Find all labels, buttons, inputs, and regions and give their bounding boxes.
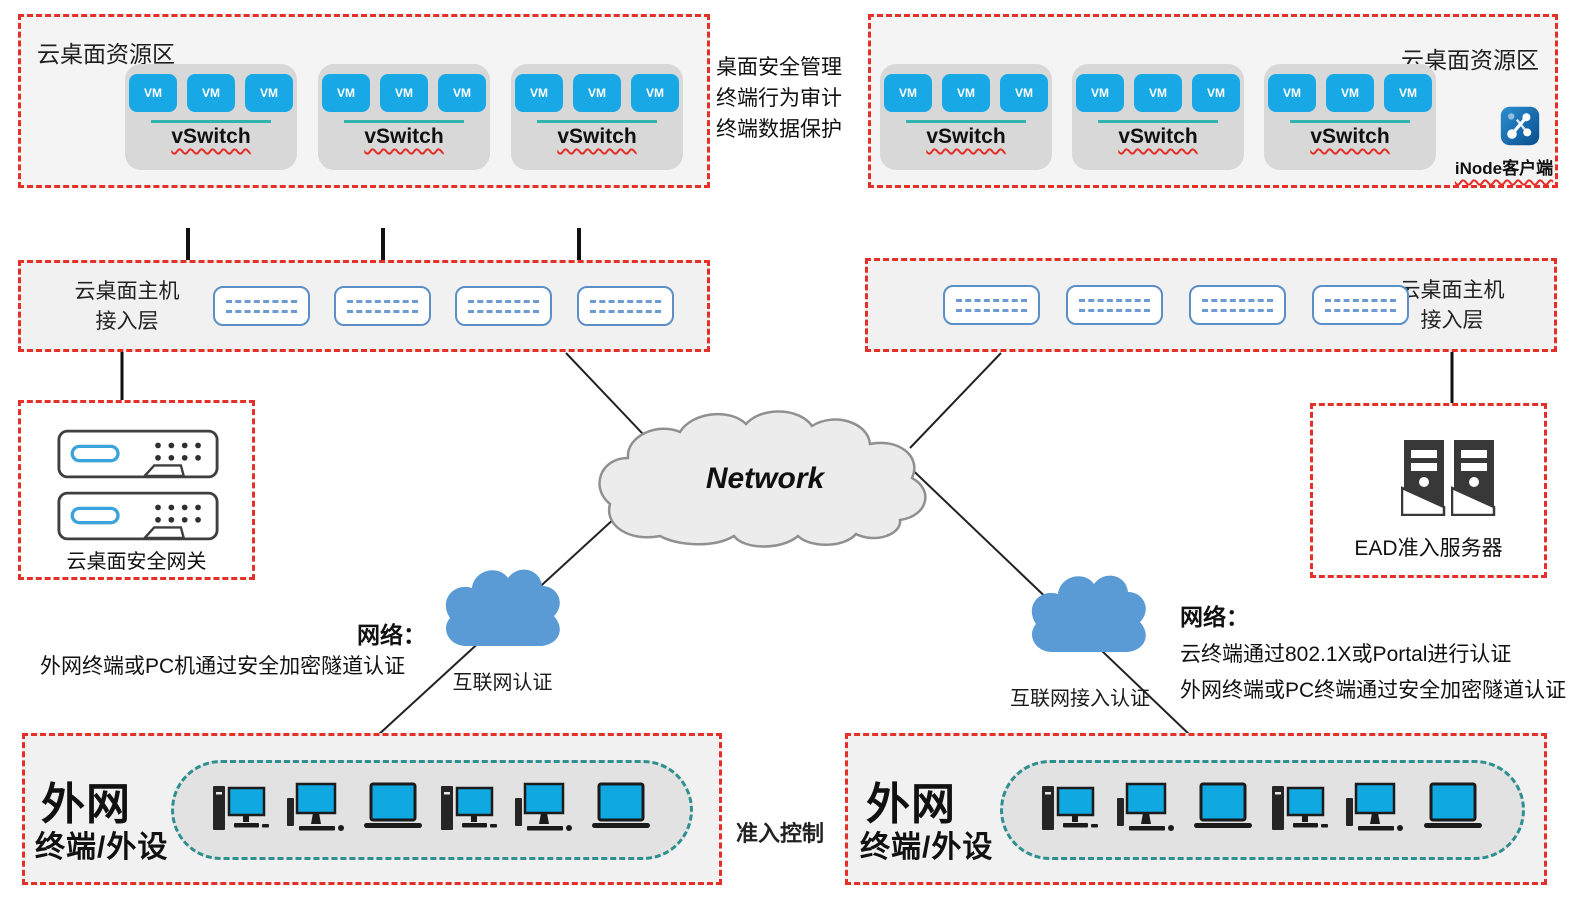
vm-box: VM	[1192, 74, 1240, 112]
laptop-icon	[1194, 782, 1253, 828]
vm-box: VM	[322, 74, 370, 112]
internet-auth-right-label: 互联网接入认证	[1010, 688, 1150, 710]
extranet-subtitle: 终端/外设	[860, 831, 994, 864]
extranet-title: 外网	[866, 780, 956, 829]
internet-cloud-icon	[1031, 575, 1146, 652]
terminal-group	[1000, 760, 1525, 860]
vswitch-label: vSwitch	[926, 125, 1006, 148]
note-right-title: 网络：	[1180, 604, 1249, 630]
vswitch-group: VM VM VM vSwitch	[125, 64, 297, 170]
laptop-icon	[592, 782, 650, 828]
vswitch-group: VM VM VM vSwitch	[880, 64, 1052, 170]
access-layer-label: 云桌面主机 接入层	[74, 280, 180, 333]
extranet-title: 外网	[41, 780, 131, 829]
vm-box: VM	[1134, 74, 1182, 112]
vm-box: VM	[1000, 74, 1048, 112]
vswitch-uplink-line	[151, 120, 271, 123]
inode-client-label: iNode客户端	[1454, 159, 1554, 178]
vswitch-uplink-line	[1290, 120, 1410, 123]
extranet-subtitle: 终端/外设	[35, 831, 169, 864]
vswitch-group: VM VM VM vSwitch	[511, 64, 683, 170]
desktop-with-tower-icon	[1271, 786, 1328, 830]
vswitch-uplink-line	[344, 120, 464, 123]
access-switch-icon	[943, 285, 1040, 325]
vm-box: VM	[1268, 74, 1316, 112]
note-left-title: 网络：	[357, 622, 426, 648]
desktop-computer-icon	[1346, 782, 1404, 831]
access-switch-icon	[455, 286, 552, 326]
laptop-icon	[364, 782, 422, 828]
vswitch-label: vSwitch	[557, 125, 637, 148]
vswitch-group: VM VM VM vSwitch	[1264, 64, 1436, 170]
vm-box: VM	[380, 74, 428, 112]
vswitch-uplink-line	[1098, 120, 1218, 123]
vswitch-uplink-line	[537, 120, 657, 123]
gateway-zone: 云桌面安全网关	[18, 400, 255, 580]
desktop-computer-icon	[1116, 782, 1174, 831]
vm-box: VM	[884, 74, 932, 112]
laptop-icon	[1423, 782, 1482, 828]
gateway-label: 云桌面安全网关	[66, 551, 207, 573]
vswitch-group: VM VM VM vSwitch	[1072, 64, 1244, 170]
security-notes: 桌面安全管理 终端行为审计 终端数据保护	[716, 52, 842, 145]
extranet-zone-right: 外网 终端/外设	[845, 733, 1547, 885]
note-right-line: 云终端通过802.1X或Portal进行认证	[1180, 643, 1512, 666]
server-tower-icon	[1451, 440, 1496, 516]
vm-box: VM	[631, 74, 679, 112]
link-access-network-right	[909, 352, 1002, 449]
internet-cloud-icon	[445, 569, 560, 646]
vswitch-label: vSwitch	[1118, 125, 1198, 148]
vm-box: VM	[129, 74, 177, 112]
internet-auth-left-label: 互联网认证	[452, 672, 553, 694]
vswitch-label: vSwitch	[1310, 125, 1390, 148]
vm-box: VM	[515, 74, 563, 112]
access-switch-icon	[1189, 285, 1286, 325]
vswitch-uplink-line	[906, 120, 1026, 123]
security-note-line: 桌面安全管理	[716, 56, 842, 79]
ead-server-label: EAD准入服务器	[1354, 537, 1503, 560]
zone-title: 云桌面资源区	[37, 41, 175, 67]
server-tower-icon	[1401, 440, 1446, 516]
access-layer-label: 云桌面主机 接入层	[1399, 279, 1505, 332]
access-switch-icon	[1312, 285, 1409, 325]
inode-client-icon	[1500, 106, 1540, 146]
desktop-with-tower-icon	[1042, 786, 1099, 830]
network-cloud-label: Network	[705, 462, 825, 495]
vm-box: VM	[1076, 74, 1124, 112]
access-switch-icon	[577, 286, 674, 326]
desktop-computer-icon	[515, 782, 572, 831]
extranet-zone-left: 外网 终端/外设	[22, 733, 722, 885]
vm-box: VM	[942, 74, 990, 112]
gateway-appliance-icon	[57, 429, 219, 479]
desktop-with-tower-icon	[441, 786, 497, 830]
vswitch-label: vSwitch	[171, 125, 251, 148]
ead-server-zone: EAD准入服务器	[1310, 403, 1547, 578]
security-note-line: 终端行为审计	[716, 87, 842, 110]
admission-control-label: 准入控制	[736, 821, 825, 846]
network-cloud-shape	[598, 410, 927, 548]
desktop-with-tower-icon	[213, 786, 269, 830]
gateway-appliance-icon	[57, 491, 219, 541]
vm-box: VM	[245, 74, 293, 112]
vswitch-label: vSwitch	[364, 125, 444, 148]
access-switch-icon	[334, 286, 431, 326]
vm-box: VM	[438, 74, 486, 112]
vm-box: VM	[1384, 74, 1432, 112]
security-note-line: 终端数据保护	[716, 118, 842, 141]
note-right-line: 外网终端或PC终端通过安全加密隧道认证	[1180, 679, 1567, 702]
terminal-group	[171, 760, 693, 860]
note-left-line: 外网终端或PC机通过安全加密隧道认证	[40, 655, 406, 678]
access-switch-icon	[213, 286, 310, 326]
desktop-computer-icon	[287, 782, 344, 831]
vm-box: VM	[573, 74, 621, 112]
vm-box: VM	[187, 74, 235, 112]
vswitch-group: VM VM VM vSwitch	[318, 64, 490, 170]
vm-box: VM	[1326, 74, 1374, 112]
access-switch-icon	[1066, 285, 1163, 325]
